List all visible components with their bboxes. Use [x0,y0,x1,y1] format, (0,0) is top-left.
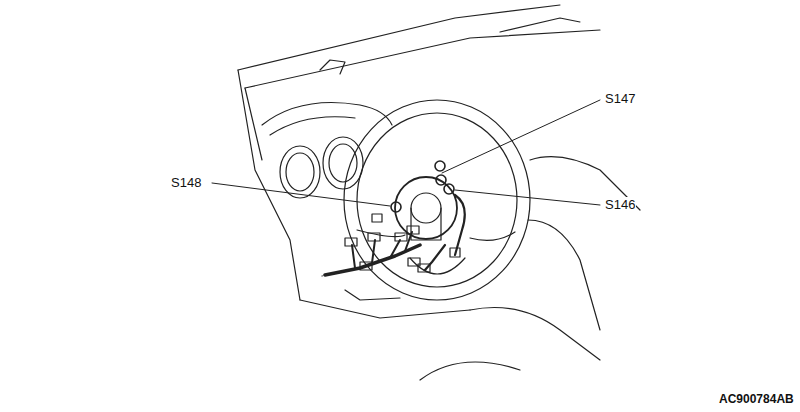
wire [425,245,445,270]
callout-number: S146 [604,197,636,212]
dash-vent [500,18,580,32]
gauge [280,146,320,198]
lower-trim [420,362,520,380]
wire-harness [322,274,330,276]
callout-number: S147 [604,91,636,106]
a-pillar [245,88,262,160]
connector [345,238,357,246]
connector [407,226,419,234]
callout-number: S148 [170,175,202,190]
connector [436,175,446,185]
steering-wheel [344,100,530,300]
connector [372,214,382,222]
dash-top-edge [245,30,600,88]
gauge [329,144,357,182]
windshield-edge [238,5,560,70]
center-console [528,220,600,330]
connector [391,202,401,212]
connector [395,233,407,241]
clock-spring [395,177,457,239]
leader-line [455,190,600,205]
wire [455,195,465,255]
figure-code: AC900784AB [718,392,795,407]
connector [450,248,460,257]
lower-dash [345,290,400,300]
connector [435,161,445,171]
wheel-spoke [410,258,465,274]
gauge [323,137,363,189]
clock-spring [411,193,441,223]
instrument-hood [262,103,392,126]
connector [444,184,454,194]
wheel-spoke [357,230,515,240]
dash-vent [320,60,345,74]
lower-dash [470,308,600,361]
steering-column [411,208,441,240]
gauge [286,153,314,191]
connector [418,264,430,272]
a-pillar [238,70,300,300]
leader-line [212,183,390,206]
instrument-hood [270,117,355,135]
lower-dash [300,300,470,318]
leader-line [442,100,600,173]
connector [368,233,380,241]
connector [360,262,372,270]
